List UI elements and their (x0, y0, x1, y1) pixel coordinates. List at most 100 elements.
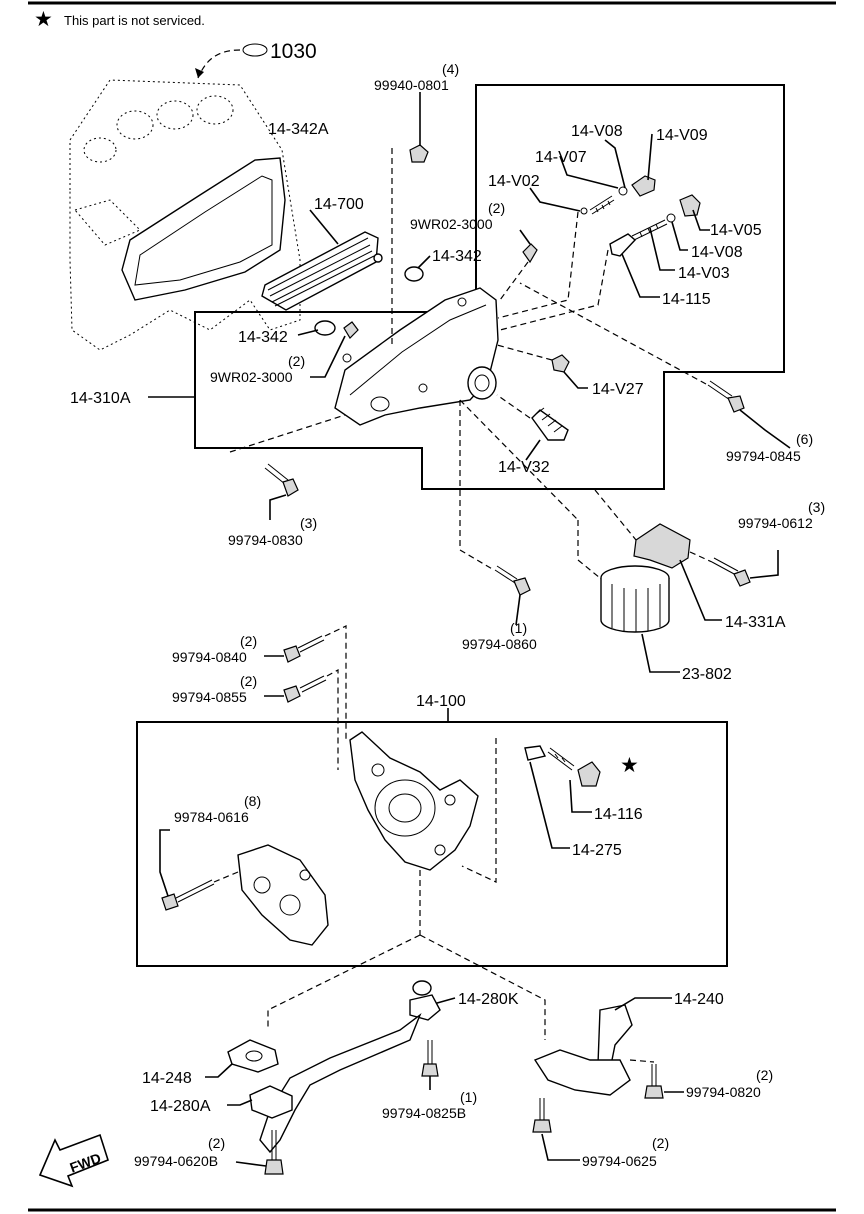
ref-sheet-1030[interactable]: 1030 (270, 40, 317, 63)
leader-99794-0860 (515, 594, 521, 626)
leader-14-V08a (604, 139, 626, 189)
leader-99794-0845 (739, 409, 791, 449)
label-99794-0855[interactable]: 99794-0855 (172, 689, 247, 705)
leader-14-248 (205, 1063, 233, 1078)
gasket-14-342-lower (314, 320, 336, 336)
label-14-331A[interactable]: 14-331A (725, 614, 786, 631)
plug-9WR02-3000-upper (522, 243, 538, 264)
label-99794-0830[interactable]: 99794-0830 (228, 532, 303, 548)
label-14-275[interactable]: 14-275 (572, 842, 622, 859)
label-14-310A[interactable]: 14-310A (70, 390, 131, 407)
label-14-V03[interactable]: 14-V03 (678, 265, 730, 282)
label-14-V32[interactable]: 14-V32 (498, 459, 550, 476)
part-labels: 14-342A (4) 99940-0801 14-V08 14-V09 14-… (70, 61, 825, 1169)
qty-99794-0860: (1) (510, 620, 527, 636)
label-99794-0820[interactable]: 99794-0820 (686, 1084, 761, 1100)
ref-arrow-icon (195, 68, 204, 78)
leader-14-331A (679, 559, 722, 621)
leader-14-275 (529, 761, 570, 849)
label-14-V09[interactable]: 14-V09 (656, 127, 708, 144)
plunger-14-275 (524, 745, 575, 771)
label-14-V27[interactable]: 14-V27 (592, 381, 644, 398)
dash-0860 (459, 400, 495, 571)
label-99794-0620B[interactable]: 99794-0620B (134, 1153, 218, 1169)
dash-9WR02-upper (499, 261, 529, 301)
leader-14-V32 (525, 439, 541, 461)
label-14-342A[interactable]: 14-342A (268, 121, 329, 138)
leader-99784-0616 (159, 829, 170, 897)
label-14-280A[interactable]: 14-280A (150, 1098, 211, 1115)
bolt-99794-0620B (264, 1130, 284, 1175)
leader-14-342-upper (417, 255, 431, 269)
label-14-115[interactable]: 14-115 (662, 291, 711, 308)
bolt-99794-0830 (264, 463, 299, 497)
leader-9WR02-3000-lower (310, 335, 346, 378)
qty-99794-0840: (2) (240, 633, 257, 649)
bolt-99794-0825B (421, 1040, 439, 1077)
label-14-100[interactable]: 14-100 (416, 693, 466, 710)
leader-9WR02-3000-upper (519, 229, 531, 245)
plug-14-V27 (551, 354, 570, 373)
label-14-V07[interactable]: 14-V07 (535, 149, 587, 166)
assembly-14-100-outline (136, 721, 728, 967)
dash-V27 (496, 344, 553, 361)
label-14-V08-b[interactable]: 14-V08 (691, 244, 743, 261)
label-14-342-upper[interactable]: 14-342 (432, 248, 482, 265)
leader-14-700 (309, 209, 339, 245)
leader-14-V05 (692, 209, 710, 231)
label-99794-0840[interactable]: 99794-0840 (172, 649, 247, 665)
leader-99794-0620B (235, 1161, 267, 1167)
bolt-99794-0855 (283, 675, 327, 703)
leader-14-V09 (647, 133, 653, 181)
label-99940-0801[interactable]: 99940-0801 (374, 77, 449, 93)
leader-99794-0830 (269, 494, 287, 520)
ref-1030-ring-icon (242, 43, 268, 57)
oil-pump-cover (237, 844, 329, 946)
dash-V32 (496, 394, 531, 419)
label-99784-0616[interactable]: 99784-0616 (174, 809, 249, 825)
label-14-280K[interactable]: 14-280K (458, 991, 519, 1008)
label-99794-0625[interactable]: 99794-0625 (582, 1153, 657, 1169)
dash-0845 (519, 282, 707, 385)
bolt-99794-0820 (644, 1064, 664, 1099)
dash-pump (461, 738, 497, 883)
dash-strainer-left (267, 934, 421, 1030)
label-9WR02-3000-lower[interactable]: 9WR02-3000 (210, 369, 293, 385)
bolt-99794-0860 (494, 565, 531, 596)
label-14-116[interactable]: 14-116 (594, 806, 643, 823)
leader-14-V27 (563, 371, 588, 389)
label-99794-0860[interactable]: 99794-0860 (462, 636, 537, 652)
label-9WR02-3000-upper[interactable]: 9WR02-3000 (410, 216, 493, 232)
gasket-14-342-upper (404, 266, 424, 282)
qty-99794-0612: (3) (808, 499, 825, 515)
label-14-700[interactable]: 14-700 (314, 196, 364, 213)
label-99794-0825B[interactable]: 99794-0825B (382, 1105, 466, 1121)
sensor-14-V32 (531, 407, 569, 441)
label-14-V02[interactable]: 14-V02 (488, 173, 540, 190)
label-23-802[interactable]: 23-802 (682, 666, 732, 683)
label-14-240[interactable]: 14-240 (674, 991, 724, 1008)
label-14-342-lower[interactable]: 14-342 (238, 329, 288, 346)
label-14-V08-a[interactable]: 14-V08 (571, 123, 623, 140)
leader-99794-0612 (749, 550, 779, 579)
fwd-arrow-icon (38, 1133, 109, 1188)
label-14-V05[interactable]: 14-V05 (710, 222, 762, 239)
dash-valve-2 (499, 249, 609, 331)
bolt-99794-0845 (707, 380, 745, 413)
leader-14-240 (614, 997, 672, 1011)
leader-14-V08b (671, 221, 688, 251)
qty-9WR02-3000-lower: (2) (288, 353, 305, 369)
dash-0830 (229, 414, 346, 453)
leader-14-V07 (559, 155, 619, 189)
leader-14-280A (227, 1099, 253, 1106)
note-text: This part is not serviced. (64, 13, 205, 28)
label-99794-0845[interactable]: 99794-0845 (726, 448, 801, 464)
dash-filter (577, 520, 601, 579)
gasket-14-248 (227, 1039, 279, 1073)
leader-14-116 (569, 779, 592, 813)
label-99794-0612[interactable]: 99794-0612 (738, 515, 813, 531)
gasket-inner-edge (134, 175, 273, 286)
label-14-248[interactable]: 14-248 (142, 1070, 192, 1087)
qty-99794-0625: (2) (652, 1135, 669, 1151)
ref-1030-leader (197, 49, 241, 79)
